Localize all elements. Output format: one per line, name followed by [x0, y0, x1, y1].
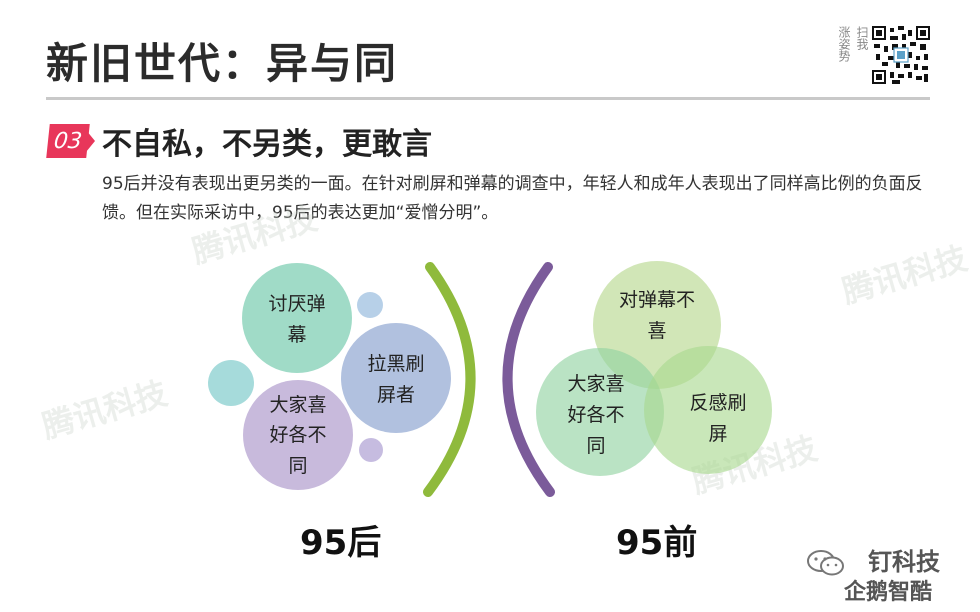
wechat-footer: 钉科技 企鹅智酷	[800, 538, 970, 608]
qr-caption: 扫我 涨姿势	[836, 26, 870, 80]
qr-caption-right: 扫我	[855, 26, 869, 50]
decor-dot	[359, 438, 383, 462]
bubble-block-spammers	[341, 323, 451, 433]
bubble-label: 拉黑刷屏者	[367, 353, 424, 406]
badge-arrow-icon	[86, 130, 95, 152]
decor-dot	[357, 292, 383, 318]
qr-code-icon[interactable]	[872, 26, 930, 84]
bubble-different-tastes	[243, 380, 353, 490]
section-paragraph: 95后并没有表现出更另类的一面。在针对刷屏和弹幕的调查中，年轻人和成年人表现出了…	[102, 174, 923, 223]
venn-label: 大家喜好各不同	[567, 373, 624, 457]
footer-source: 企鹅智酷	[843, 580, 932, 605]
header-divider	[46, 97, 930, 100]
bubble-dislike-danmaku	[242, 263, 352, 373]
page-title: 新旧世代：异与同	[46, 39, 399, 88]
qr-caption-left: 涨姿势	[837, 26, 851, 62]
label-post-95: 95后	[300, 523, 382, 563]
venn-label: 对弹幕不喜	[619, 289, 695, 342]
section-title: 不自私，不另类，更敢言	[102, 127, 432, 162]
decor-dot	[208, 360, 254, 406]
bubble-label: 大家喜好各不同	[269, 394, 326, 477]
wechat-icon	[807, 550, 844, 576]
venn-dislike-spam	[644, 346, 772, 474]
bubble-label: 讨厌弹幕	[268, 293, 325, 346]
label-pre-95: 95前	[616, 523, 698, 563]
right-bracket-arc	[502, 262, 555, 497]
footer-brand: 钉科技	[868, 548, 940, 576]
venn-label: 反感刷屏	[689, 392, 746, 445]
left-bracket-arc	[423, 262, 476, 497]
venn-different-tastes	[536, 348, 664, 476]
